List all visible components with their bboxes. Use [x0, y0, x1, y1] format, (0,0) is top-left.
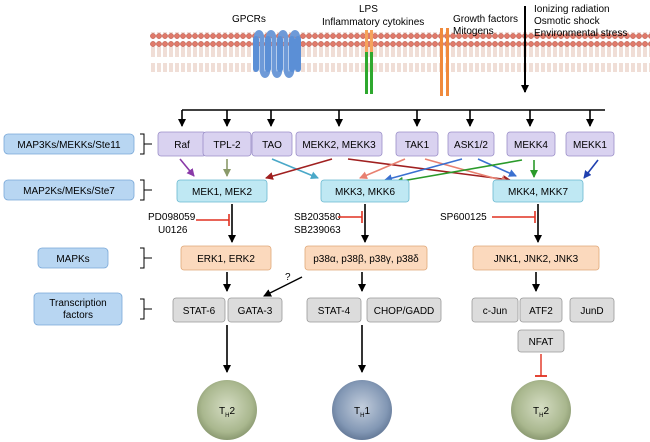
map3k-nodes: Raf TPL-2 TAO MEKK2, MEKK3 TAK1 ASK1/2 M… — [157, 131, 615, 157]
environmental-stress-label: Environmental stress — [534, 28, 627, 39]
cell-membrane — [150, 32, 650, 72]
inflammatory-cytokines-label: Inflammatory cytokines — [322, 17, 424, 28]
osmotic-shock-label: Osmotic shock — [534, 16, 601, 27]
factors-label: factors — [63, 310, 93, 321]
stat4-node: STAT-4 — [318, 306, 351, 317]
mapk-nodes: ERK1, ERK2 p38α, p38β, p38γ, p38δ JNK1, … — [180, 245, 600, 271]
atf2-node: ATF2 — [529, 306, 553, 317]
th1-cell: TH1 — [332, 380, 392, 440]
p38-node: p38α, p38β, p38γ, p38δ — [313, 254, 419, 265]
level-labels: MAP3Ks/MEKKs/Ste11 MAP2Ks/MEKs/Ste7 MAPK… — [3, 133, 152, 326]
ionizing-radiation-label: Ionizing radiation — [534, 4, 610, 15]
tak1-node: TAK1 — [405, 140, 430, 151]
u0126-label: U0126 — [158, 225, 188, 236]
growth-factor-receptor — [440, 28, 449, 96]
mekk1-node: MEKK1 — [573, 140, 607, 151]
tao-node: TAO — [262, 140, 282, 151]
mekk4-node: MEKK4 — [514, 140, 548, 151]
mkk4-mkk7-node: MKK4, MKK7 — [508, 187, 568, 198]
lps-receptor — [365, 30, 373, 94]
mekk2-mekk3-node: MEKK2, MEKK3 — [302, 140, 376, 151]
raf-node: Raf — [174, 140, 190, 151]
th2-left-cell: TH2 — [197, 380, 257, 440]
svg-text:TH2: TH2 — [533, 406, 549, 419]
c-jun-node: c-Jun — [483, 306, 507, 317]
pd098059-label: PD098059 — [148, 212, 196, 223]
sb239063-label: SB239063 — [294, 225, 341, 236]
sb203580-label: SB203580 — [294, 212, 341, 223]
sp600125-label: SP600125 — [440, 212, 487, 223]
jnk-node: JNK1, JNK2, JNK3 — [494, 254, 579, 265]
inhibitors: PD098059 U0126 SB203580 SB239063 SP60012… — [148, 211, 536, 236]
nfat-node: NFAT — [529, 337, 554, 348]
gata3-node: GATA-3 — [238, 306, 273, 317]
transcription-label: Transcription — [49, 298, 106, 309]
stat6-node: STAT-6 — [183, 306, 216, 317]
tpl2-node: TPL-2 — [213, 140, 241, 151]
chop-gadd-node: CHOP/GADD — [374, 306, 435, 317]
map2k-level-label: MAP2Ks/MEKs/Ste7 — [23, 186, 115, 197]
jund-node: JunD — [580, 306, 603, 317]
gpcrs-label: GPCRs — [232, 14, 266, 25]
mek1-mek2-node: MEK1, MEK2 — [192, 187, 252, 198]
map2k-nodes: MEK1, MEK2 MKK3, MKK6 MKK4, MKK7 — [176, 179, 584, 203]
question-mark-label: ? — [285, 272, 291, 283]
map3k-level-label: MAP3Ks/MEKKs/Ste11 — [17, 140, 121, 151]
svg-text:TH1: TH1 — [354, 406, 370, 419]
th2-right-cell: TH2 — [511, 380, 571, 440]
gpcr-receptor — [253, 30, 301, 78]
lps-label: LPS — [359, 4, 378, 15]
svg-text:TH2: TH2 — [219, 406, 235, 419]
tf-nodes: STAT-6 GATA-3 STAT-4 CHOP/GADD c-Jun ATF… — [172, 297, 615, 353]
p38-to-gata3-arrow — [263, 276, 303, 297]
mkk3-mkk6-node: MKK3, MKK6 — [335, 187, 395, 198]
erk1-erk2-node: ERK1, ERK2 — [197, 254, 255, 265]
growth-factors-label: Growth factors — [453, 14, 518, 25]
ask12-node: ASK1/2 — [454, 140, 488, 151]
signal-distribution — [178, 109, 605, 127]
mapk-level-label: MAPKs — [56, 254, 89, 265]
map3k-to-map2k-arrows — [179, 158, 599, 185]
mitogens-label: Mitogens — [453, 26, 494, 37]
